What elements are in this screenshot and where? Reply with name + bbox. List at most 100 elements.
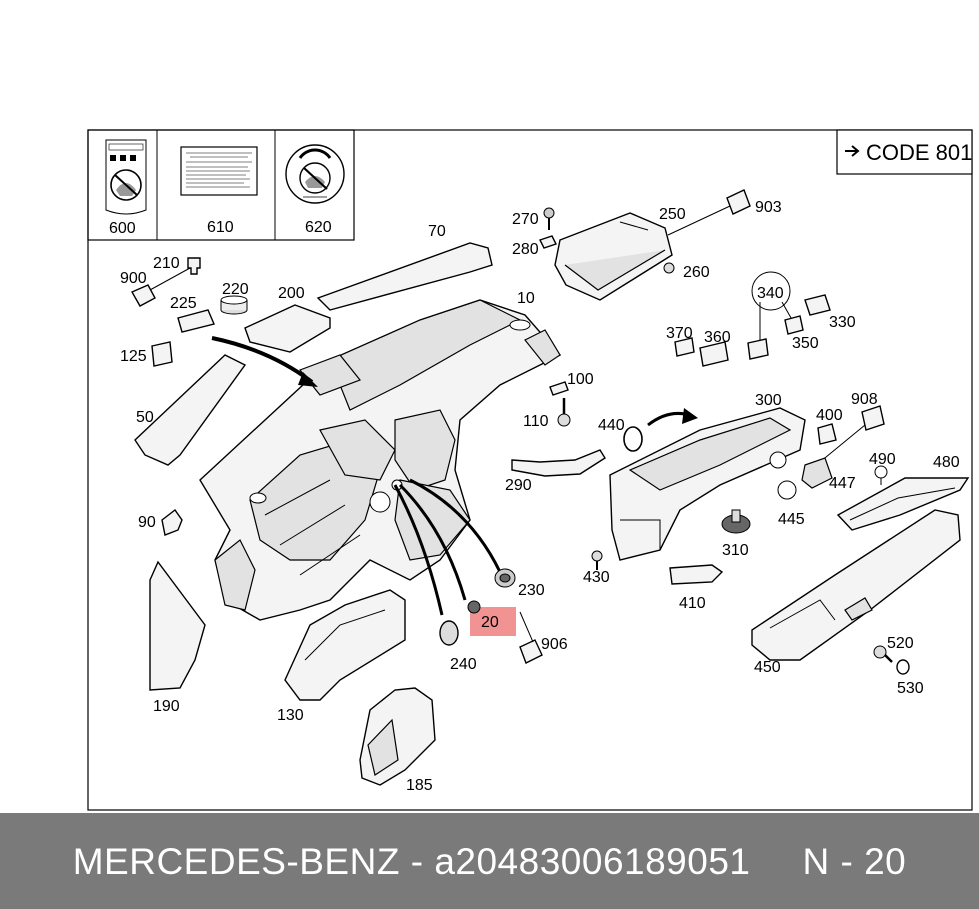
label-310: 310 [722, 542, 749, 559]
label-340: 340 [757, 285, 784, 302]
footer-text: MERCEDES-BENZ - a20483006189051 N - 20 [0, 841, 979, 883]
label-280: 280 [512, 241, 539, 258]
part-number: a20483006189051 [434, 841, 751, 882]
label-490: 490 [869, 451, 896, 468]
label-20[interactable]: 20 [481, 614, 499, 631]
label-447: 447 [829, 475, 856, 492]
part-340-group [751, 271, 796, 340]
label-110: 110 [523, 413, 549, 430]
part-300 [609, 407, 806, 561]
label-445: 445 [778, 511, 805, 528]
label-260: 260 [683, 264, 710, 281]
dashboard-body [199, 299, 562, 621]
part-210 [187, 257, 201, 275]
part-190 [149, 560, 206, 691]
part-310 [721, 509, 751, 534]
cable-240 [393, 484, 444, 616]
label-908: 908 [851, 391, 878, 408]
label-230: 230 [518, 582, 545, 599]
label-200: 200 [278, 285, 305, 302]
part-230 [494, 568, 516, 588]
label-90: 90 [138, 514, 156, 531]
code-box-label: CODE 801 [866, 140, 972, 165]
part-250 [554, 212, 673, 301]
part-270 [543, 207, 555, 230]
warning-label-600-icon [105, 139, 147, 215]
part-450 [751, 509, 961, 661]
label-290: 290 [505, 477, 532, 494]
label-480: 480 [933, 454, 960, 471]
part-225 [177, 309, 215, 333]
part-50 [134, 354, 247, 466]
label-350: 350 [792, 335, 819, 352]
label-620: 620 [305, 219, 332, 236]
code-box [836, 129, 973, 175]
label-900: 900 [120, 270, 147, 287]
label-220: 220 [222, 281, 249, 298]
label-190: 190 [153, 698, 180, 715]
part-900 [131, 284, 156, 307]
airbag-label-620-icon [285, 144, 345, 204]
label-300: 300 [755, 392, 782, 409]
part-260 [663, 262, 675, 274]
part-400 [817, 423, 837, 445]
part-445 [777, 480, 797, 500]
part-20[interactable] [467, 600, 481, 614]
footer-separator: - [399, 841, 435, 882]
label-370: 370 [666, 325, 693, 342]
part-110 [557, 398, 571, 427]
label-270: 270 [512, 211, 539, 228]
label-250: 250 [659, 206, 686, 223]
part-520 [873, 645, 893, 663]
footer-bar: MERCEDES-BENZ - a20483006189051 N - 20 [0, 813, 979, 909]
label-130: 130 [277, 707, 304, 724]
label-520: 520 [887, 635, 914, 652]
part-350 [784, 315, 804, 335]
part-430 [591, 550, 603, 570]
part-100 [549, 381, 569, 396]
label-530: 530 [897, 680, 924, 697]
part-330 [804, 294, 831, 316]
part-220 [220, 295, 248, 315]
label-450: 450 [754, 659, 781, 676]
label-610: 610 [207, 219, 234, 236]
label-330: 330 [829, 314, 856, 331]
part-70 [316, 242, 493, 311]
diagram-frame [87, 129, 973, 811]
part-240 [439, 620, 459, 646]
part-908 [861, 405, 885, 431]
label-440: 440 [598, 417, 625, 434]
part-370 [674, 337, 695, 357]
part-185 [359, 687, 436, 786]
part-125 [151, 341, 173, 367]
label-906: 906 [541, 636, 568, 653]
position-label: N - 20 [802, 841, 907, 882]
warning-label-610-icon [180, 146, 258, 196]
label-430: 430 [583, 569, 610, 586]
label-410: 410 [679, 595, 706, 612]
part-360 [699, 341, 729, 367]
label-903: 903 [755, 199, 782, 216]
brand-name: MERCEDES-BENZ [72, 841, 400, 882]
label-boxes [87, 129, 355, 241]
label-360: 360 [704, 329, 731, 346]
label-50: 50 [136, 409, 154, 426]
part-490 [874, 465, 888, 485]
part-447 [801, 457, 833, 489]
part-903 [726, 189, 751, 215]
label-225: 225 [170, 295, 197, 312]
label-70: 70 [428, 223, 446, 240]
part-530 [896, 659, 910, 675]
part-410 [669, 564, 724, 585]
cable-20 [398, 483, 467, 601]
part-290 [511, 449, 606, 477]
label-600: 600 [109, 220, 136, 237]
label-100: 100 [567, 371, 594, 388]
part-440 [623, 426, 643, 452]
part-90 [161, 508, 183, 536]
part-200 [244, 304, 331, 353]
part-280 [539, 235, 557, 249]
label-10: 10 [517, 290, 535, 307]
label-400: 400 [816, 407, 843, 424]
